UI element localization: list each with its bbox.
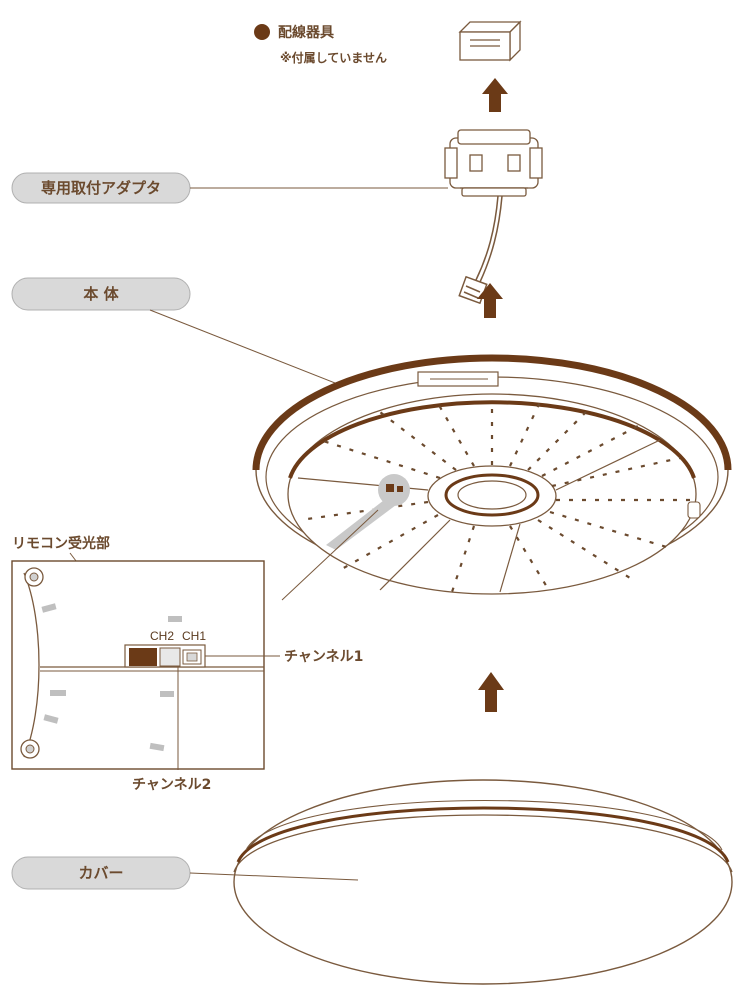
body-label: 本 体: [83, 285, 119, 303]
board-pads: [41, 603, 182, 752]
screw-icon: [24, 567, 44, 587]
remote-receiver-spot: [378, 474, 410, 506]
body-leader-line: [149, 309, 369, 397]
wiring-device-bullet-icon: [254, 24, 270, 40]
screw-icon: [20, 739, 40, 759]
body-label-pill: 本 体: [11, 277, 191, 311]
cover-label-pill: カバー: [11, 856, 191, 890]
detail-inset: CH2 CH1: [11, 560, 265, 770]
up-arrow-icon: [477, 283, 503, 318]
adapter-label-pill: 専用取付アダプタ: [11, 172, 191, 204]
channel2-label: チャンネル2: [132, 777, 211, 793]
remote-receiver-label: リモコン受光部: [12, 535, 110, 552]
up-arrow-icon: [482, 78, 508, 112]
wiring-device-icon: [458, 20, 522, 62]
wiring-device-label: 配線器具: [278, 24, 334, 41]
adapter-part: [444, 129, 543, 197]
not-included-note: ※付属していません: [280, 50, 387, 65]
ch2-label: CH2: [150, 629, 174, 643]
cover-label: カバー: [78, 864, 123, 882]
cover-leader-line: [189, 872, 359, 881]
led-dash-pattern: [299, 399, 690, 593]
cover-part: [233, 779, 733, 985]
ch1-label: CH1: [182, 629, 206, 643]
adapter-label: 専用取付アダプタ: [41, 179, 161, 197]
up-arrow-icon: [478, 672, 504, 712]
light-body-part: [252, 354, 732, 595]
zoom-leader-line: [281, 509, 379, 601]
channel-switch: [124, 644, 206, 668]
adapter-cable: [458, 195, 503, 305]
channel1-label: チャンネル1: [284, 649, 363, 665]
